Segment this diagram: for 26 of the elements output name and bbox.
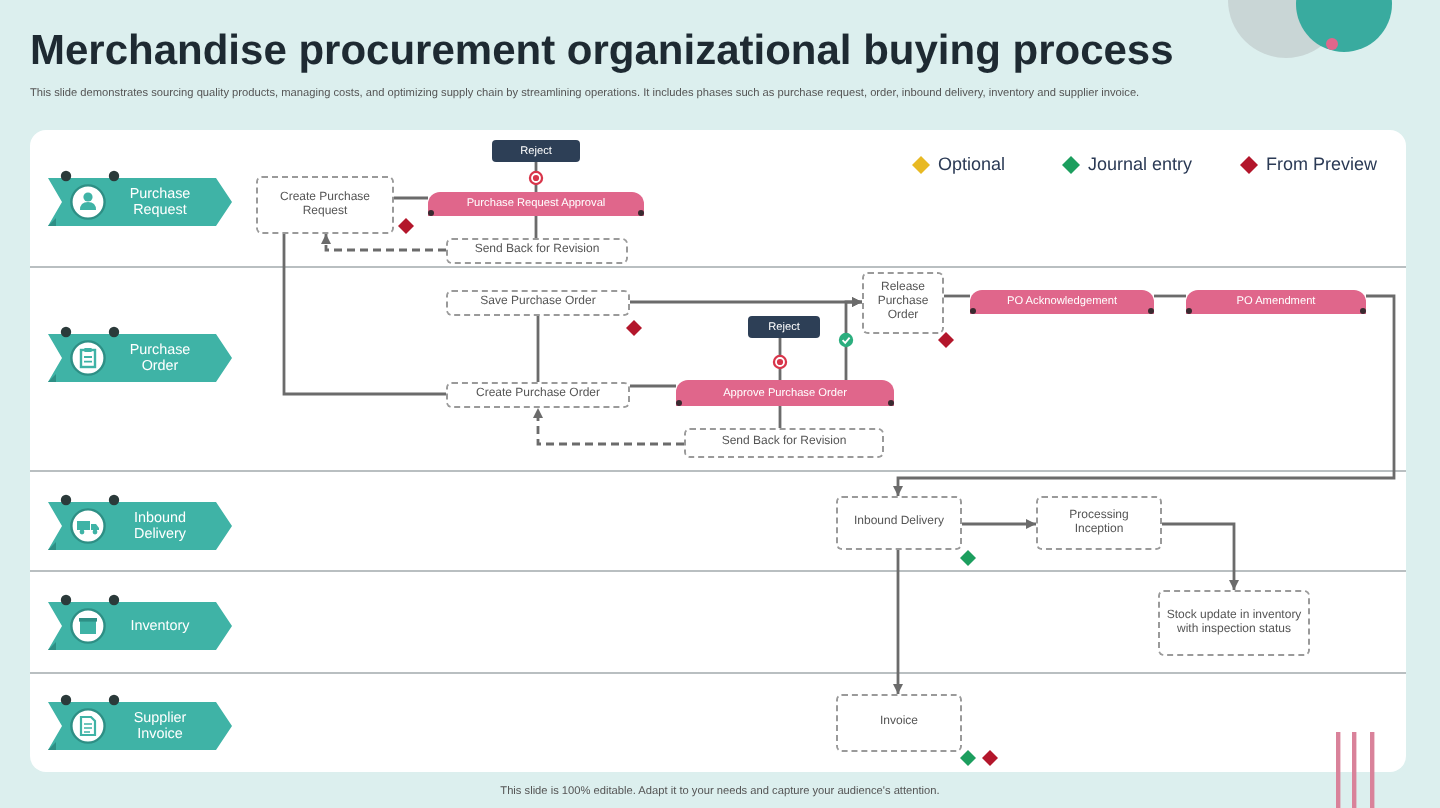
legend-label: From Preview [1266,154,1378,174]
swimlane [30,572,1406,674]
swimlane [30,130,1406,268]
dashed-arrow [321,234,446,252]
arrow [893,294,1396,496]
connector-line [394,196,428,200]
arrow [962,519,1036,529]
connector-line [778,338,782,380]
swimlane [30,472,1406,572]
title: Merchandise procurement organizational buying process [30,28,1174,76]
legend-label: Journal entry [1088,154,1193,174]
connector-line [1154,294,1186,298]
arrow [844,297,862,380]
connector-line [534,216,538,238]
connector-line [944,294,970,298]
arrow [893,550,903,694]
legend-label: Optional [938,154,1006,174]
connector-line [534,162,538,192]
swimlane [30,268,1406,472]
connector-line [778,406,782,428]
connector-line [630,384,676,388]
connector-line [536,316,540,382]
arrow [1162,522,1239,590]
connector-line [282,234,446,396]
dashed-arrow [533,408,684,446]
swimlane [30,674,1406,772]
